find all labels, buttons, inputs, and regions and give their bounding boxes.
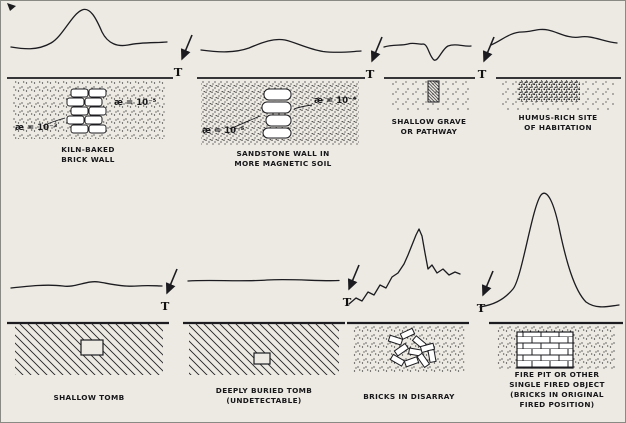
field-direction-marker: T [477, 270, 494, 315]
scattered-brick [389, 353, 406, 367]
panel-bricks-in-disarray: BRICKS IN DISARRAY [347, 228, 469, 401]
stone [265, 114, 292, 127]
leader-line [229, 115, 261, 130]
brick [66, 97, 85, 107]
scattered-brick [387, 334, 404, 346]
humus-patch [518, 80, 580, 102]
panel-shallow-grave: SHALLOW GRAVE OR PATHWAY [383, 42, 475, 136]
susceptibility-label-wall: æ = 10⁻³ [15, 123, 58, 133]
panel-sandstone-wall: æ = 10⁻⁴ æ = 10⁻⁵ SANDSTONE WALL IN MORE… [197, 38, 365, 168]
caption-line: FIRE PIT OR OTHER [515, 370, 600, 379]
panel-kiln-baked-brick-wall: æ = 10⁻⁵ æ = 10⁻³ KILN-BAKED BRICK WALL [7, 8, 173, 164]
caption-line: OF HABITATION [524, 123, 592, 132]
brick [88, 106, 107, 116]
field-direction-marker: T [366, 36, 383, 81]
stone-wall [261, 88, 292, 139]
caption-line: (BRICKS IN ORIGINAL [510, 390, 604, 399]
caption-line: KILN-BAKED [61, 145, 115, 154]
scattered-brick [427, 348, 437, 364]
scattered-brick [403, 356, 420, 368]
brick [88, 88, 107, 98]
brick [70, 124, 89, 134]
caption-line: HUMUS-RICH SITE [518, 113, 597, 122]
hatched-ground [189, 323, 339, 375]
caption-line: SHALLOW GRAVE [392, 117, 467, 126]
field-arrow-icon [481, 270, 494, 297]
panel-fire-pit: FIRE PIT OR OTHER SINGLE FIRED OBJECT (B… [479, 192, 623, 409]
anomaly-curve [348, 228, 461, 305]
brick [70, 88, 89, 98]
caption-line: (UNDETECTABLE) [226, 396, 301, 405]
anomaly-curve [490, 28, 618, 46]
field-arrow-icon [482, 36, 495, 63]
field-arrow-icon [347, 264, 360, 291]
anomaly-curve [479, 192, 620, 308]
susceptibility-label-soil: æ = 10⁻⁴ [314, 96, 357, 106]
field-arrow-icon [180, 34, 193, 61]
scattered-bricks [387, 327, 437, 369]
panel-shallow-tomb: SHALLOW TOMB [7, 281, 169, 402]
panel-humus-rich-site: HUMUS-RICH SITE OF HABITATION [490, 28, 621, 132]
caption-line: DEEPLY BURIED TOMB [216, 386, 313, 395]
t-label: T [366, 67, 375, 81]
anomaly-curve [10, 8, 168, 50]
brick-wall [66, 88, 107, 134]
brick [84, 97, 103, 107]
tomb-chamber [253, 352, 271, 365]
susceptibility-label-wall: æ = 10⁻⁵ [202, 126, 245, 136]
print-artifact [7, 3, 16, 11]
tomb-chamber [80, 339, 104, 356]
leader-line [293, 104, 313, 110]
grave-fill [427, 80, 440, 103]
panel-deeply-buried-tomb: DEEPLY BURIED TOMB (UNDETECTABLE) [183, 278, 345, 405]
anomaly-curve [187, 278, 340, 282]
t-label: T [477, 301, 486, 315]
scattered-brick [399, 327, 416, 340]
field-direction-marker: T [161, 268, 178, 313]
field-direction-marker: T [174, 34, 193, 79]
leader-line [42, 117, 66, 127]
scattered-brick [393, 342, 410, 357]
caption-line: OR PATHWAY [401, 127, 458, 136]
anomaly-curve [383, 42, 472, 61]
field-arrow-icon [370, 36, 383, 63]
t-label: T [174, 65, 183, 79]
t-label: T [478, 67, 487, 81]
caption-line: MORE MAGNETIC SOIL [234, 159, 331, 168]
scattered-brick [416, 352, 431, 369]
caption-line: SHALLOW TOMB [53, 393, 124, 402]
caption-line: BRICKS IN DISARRAY [363, 392, 455, 401]
stone [262, 127, 292, 139]
susceptibility-label-soil: æ = 10⁻⁵ [114, 98, 157, 108]
caption-line: FIRED POSITION) [519, 400, 594, 409]
t-label: T [343, 295, 352, 309]
caption-line: SANDSTONE WALL IN [236, 149, 329, 158]
field-direction-marker: T [343, 264, 360, 309]
brick [88, 124, 107, 134]
anomaly-curve [200, 38, 362, 54]
stone [263, 88, 292, 101]
field-arrow-icon [165, 268, 178, 295]
anomaly-curve [10, 281, 163, 289]
field-direction-marker: T [478, 36, 495, 81]
brick [66, 115, 85, 125]
caption-line: SINGLE FIRED OBJECT [509, 380, 605, 389]
stone [261, 101, 292, 114]
caption-line: BRICK WALL [61, 155, 115, 164]
brick [84, 115, 103, 125]
brick [70, 106, 89, 116]
t-label: T [161, 299, 170, 313]
fired-brick-object [516, 331, 574, 369]
